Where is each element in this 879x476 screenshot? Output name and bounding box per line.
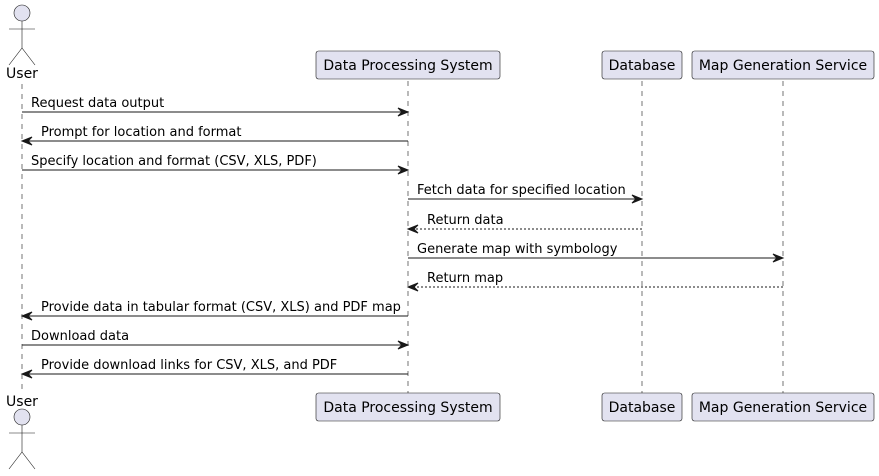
actor-leg-right [21, 47, 36, 66]
participant-box [315, 50, 501, 80]
message-label: Specify location and format (CSV, XLS, P… [31, 154, 317, 169]
message-label: Request data output [31, 96, 164, 111]
participant-mgs-top: Map Generation Service [691, 50, 875, 80]
arrowhead-icon [397, 107, 410, 117]
actor-leg-right [21, 451, 36, 470]
arrowhead-icon [397, 340, 410, 350]
message-9: Download data [22, 329, 410, 350]
message-label: Provide data in tabular format (CSV, XLS… [41, 300, 401, 315]
message-4: Fetch data for specified location [408, 183, 644, 204]
message-label: Return map [427, 271, 503, 286]
arrowhead-icon [772, 253, 785, 263]
arrowhead-icon [406, 282, 419, 292]
message-label: Generate map with symbology [417, 242, 618, 257]
actor-label: User [6, 394, 38, 410]
message-label: Download data [31, 329, 129, 344]
message-5: Return data [406, 213, 642, 234]
actor-leg-left [8, 47, 23, 66]
participant-label: Data Processing System [323, 400, 492, 416]
participant-box [691, 50, 875, 80]
participant-db-bottom: Database [601, 392, 683, 422]
participant-mgs-bottom: Map Generation Service [691, 392, 875, 422]
actor-leg-left [8, 451, 23, 470]
message-label: Return data [427, 213, 504, 228]
participant-db-top: Database [601, 50, 683, 80]
message-6: Generate map with symbology [408, 242, 785, 263]
participant-dps-top: Data Processing System [315, 50, 501, 80]
participant-dps-bottom: Data Processing System [315, 392, 501, 422]
participant-box [315, 392, 501, 422]
arrowhead-icon [631, 194, 644, 204]
message-label: Provide download links for CSV, XLS, and… [41, 358, 337, 373]
message-7: Return map [406, 271, 783, 292]
participant-label: Data Processing System [323, 58, 492, 74]
actor-head-icon [13, 4, 31, 22]
message-3: Specify location and format (CSV, XLS, P… [22, 154, 410, 175]
participant-user-bottom: User [6, 394, 38, 470]
message-8: Provide data in tabular format (CSV, XLS… [20, 300, 408, 321]
participant-label: Database [609, 400, 676, 416]
actor-label: User [6, 66, 38, 82]
message-1: Request data output [22, 96, 410, 117]
participant-label: Map Generation Service [699, 58, 867, 74]
arrowhead-icon [20, 136, 33, 146]
arrowhead-icon [20, 369, 33, 379]
message-label: Prompt for location and format [41, 125, 241, 140]
arrowhead-icon [20, 311, 33, 321]
message-10: Provide download links for CSV, XLS, and… [20, 358, 408, 379]
arrowhead-icon [397, 165, 410, 175]
actor-head-icon [13, 408, 31, 426]
participant-label: Map Generation Service [699, 400, 867, 416]
arrowhead-icon [406, 224, 419, 234]
participant-box [601, 392, 683, 422]
participant-box [601, 50, 683, 80]
participant-label: Database [609, 58, 676, 74]
participant-user-top: User [6, 4, 38, 82]
participant-box [691, 392, 875, 422]
message-2: Prompt for location and format [20, 125, 408, 146]
message-label: Fetch data for specified location [417, 183, 626, 198]
